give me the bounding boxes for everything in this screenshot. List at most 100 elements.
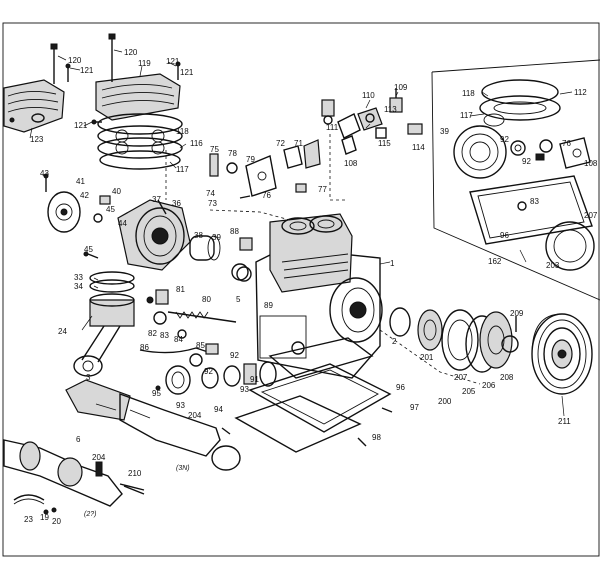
piston-and-rod — [73, 271, 135, 377]
stud-121-top-right — [175, 61, 181, 80]
callout-94: 94 — [214, 405, 223, 414]
callout-33: 33 — [74, 273, 83, 282]
callout-120: 120 — [68, 56, 82, 65]
callout-111: 111 — [326, 123, 339, 132]
note-2: (2?) — [84, 511, 96, 518]
crankshaft-upper — [65, 379, 241, 471]
callout-80: 80 — [202, 295, 211, 304]
callout-39: 39 — [212, 233, 221, 242]
callout-108: 108 — [584, 159, 598, 168]
callout-45: 45 — [106, 205, 115, 214]
callout-93: 93 — [240, 385, 249, 394]
seal-cover-stack — [389, 307, 519, 373]
callout-83: 83 — [530, 197, 539, 206]
callout-73: 73 — [208, 199, 217, 208]
callout-96: 96 — [396, 383, 405, 392]
callout-119: 119 — [138, 59, 151, 68]
callout-38: 38 — [194, 231, 203, 240]
callout-120: 120 — [124, 48, 138, 57]
callout-93: 93 — [176, 401, 185, 410]
callout-207: 207 — [454, 373, 468, 382]
cylinder-head-119 — [95, 73, 181, 121]
callout-1: 1 — [390, 259, 395, 268]
callout-109: 109 — [394, 83, 408, 92]
callout-89: 89 — [264, 301, 273, 310]
callout-86: 86 — [140, 343, 149, 352]
callout-45: 45 — [84, 245, 93, 254]
callout-116: 116 — [190, 139, 203, 148]
callout-76: 76 — [562, 139, 571, 148]
leader-lines — [29, 49, 573, 417]
callout-96: 96 — [500, 231, 509, 240]
callout-20: 20 — [52, 517, 61, 526]
callout-114: 114 — [412, 143, 425, 152]
callout-41: 41 — [76, 177, 85, 186]
callout-3: 3 — [86, 373, 91, 382]
callout-42: 42 — [80, 191, 89, 200]
callout-40: 40 — [112, 187, 121, 196]
callout-23: 23 — [24, 515, 33, 524]
callout-91: 91 — [250, 375, 259, 384]
callout-34: 34 — [74, 282, 83, 291]
callout-115: 115 — [378, 139, 391, 148]
callout-121: 121 — [74, 121, 88, 130]
unloader-mechanism — [209, 139, 321, 199]
callout-97: 97 — [410, 403, 419, 412]
callout-36: 36 — [172, 199, 181, 208]
callout-labels: 120 121 120 119 121 121 123 121 118 116 … — [24, 48, 598, 526]
callout-203: 203 — [546, 261, 560, 270]
callout-92: 92 — [204, 367, 213, 376]
callout-78: 78 — [228, 149, 237, 158]
callout-37: 37 — [152, 195, 161, 204]
callout-121: 121 — [180, 68, 194, 77]
crankcase-body — [236, 213, 383, 379]
callout-82: 82 — [148, 329, 157, 338]
callout-118: 118 — [462, 89, 475, 98]
service-valve-assembly — [321, 88, 423, 155]
callout-92: 92 — [230, 351, 239, 360]
callout-5: 5 — [236, 295, 241, 304]
bolt-120-left — [50, 43, 58, 84]
callout-81: 81 — [176, 285, 185, 294]
callout-92: 92 — [500, 135, 509, 144]
inset-frame-side — [431, 71, 600, 301]
callout-201: 201 — [420, 353, 434, 362]
inset-frame-top — [431, 59, 600, 73]
callout-24: 24 — [58, 327, 67, 336]
shaft-seal-parts — [155, 361, 277, 395]
callout-113: 113 — [384, 105, 397, 114]
callout-210: 210 — [128, 469, 142, 478]
callout-79: 79 — [246, 155, 255, 164]
callout-92: 92 — [522, 157, 531, 166]
callout-207: 207 — [584, 211, 598, 220]
callout-43: 43 — [40, 169, 49, 178]
callout-117: 117 — [176, 165, 189, 174]
pulley-211 — [531, 313, 593, 395]
callout-77: 77 — [318, 185, 327, 194]
callout-71: 71 — [294, 139, 303, 148]
note-3n: (3N) — [176, 465, 190, 472]
callout-209: 209 — [510, 309, 524, 318]
callout-83: 83 — [160, 331, 169, 340]
callout-98: 98 — [372, 433, 381, 442]
callout-74: 74 — [206, 189, 215, 198]
callout-75: 75 — [210, 145, 219, 154]
callout-123: 123 — [30, 135, 44, 144]
callout-206: 206 — [482, 381, 496, 390]
bolt-120-centre — [108, 33, 116, 82]
callout-6: 6 — [76, 435, 81, 444]
callout-44: 44 — [118, 219, 127, 228]
callout-19: 19 — [40, 513, 49, 522]
callout-121: 121 — [166, 57, 180, 66]
callout-108: 108 — [344, 159, 358, 168]
callout-118: 118 — [176, 127, 189, 136]
callout-76: 76 — [262, 191, 271, 200]
callout-88: 88 — [230, 227, 239, 236]
callout-200: 200 — [438, 397, 452, 406]
callout-121: 121 — [80, 66, 94, 75]
oil-pump-assembly — [139, 289, 237, 367]
page-border — [2, 22, 600, 557]
callout-39: 39 — [440, 127, 449, 136]
